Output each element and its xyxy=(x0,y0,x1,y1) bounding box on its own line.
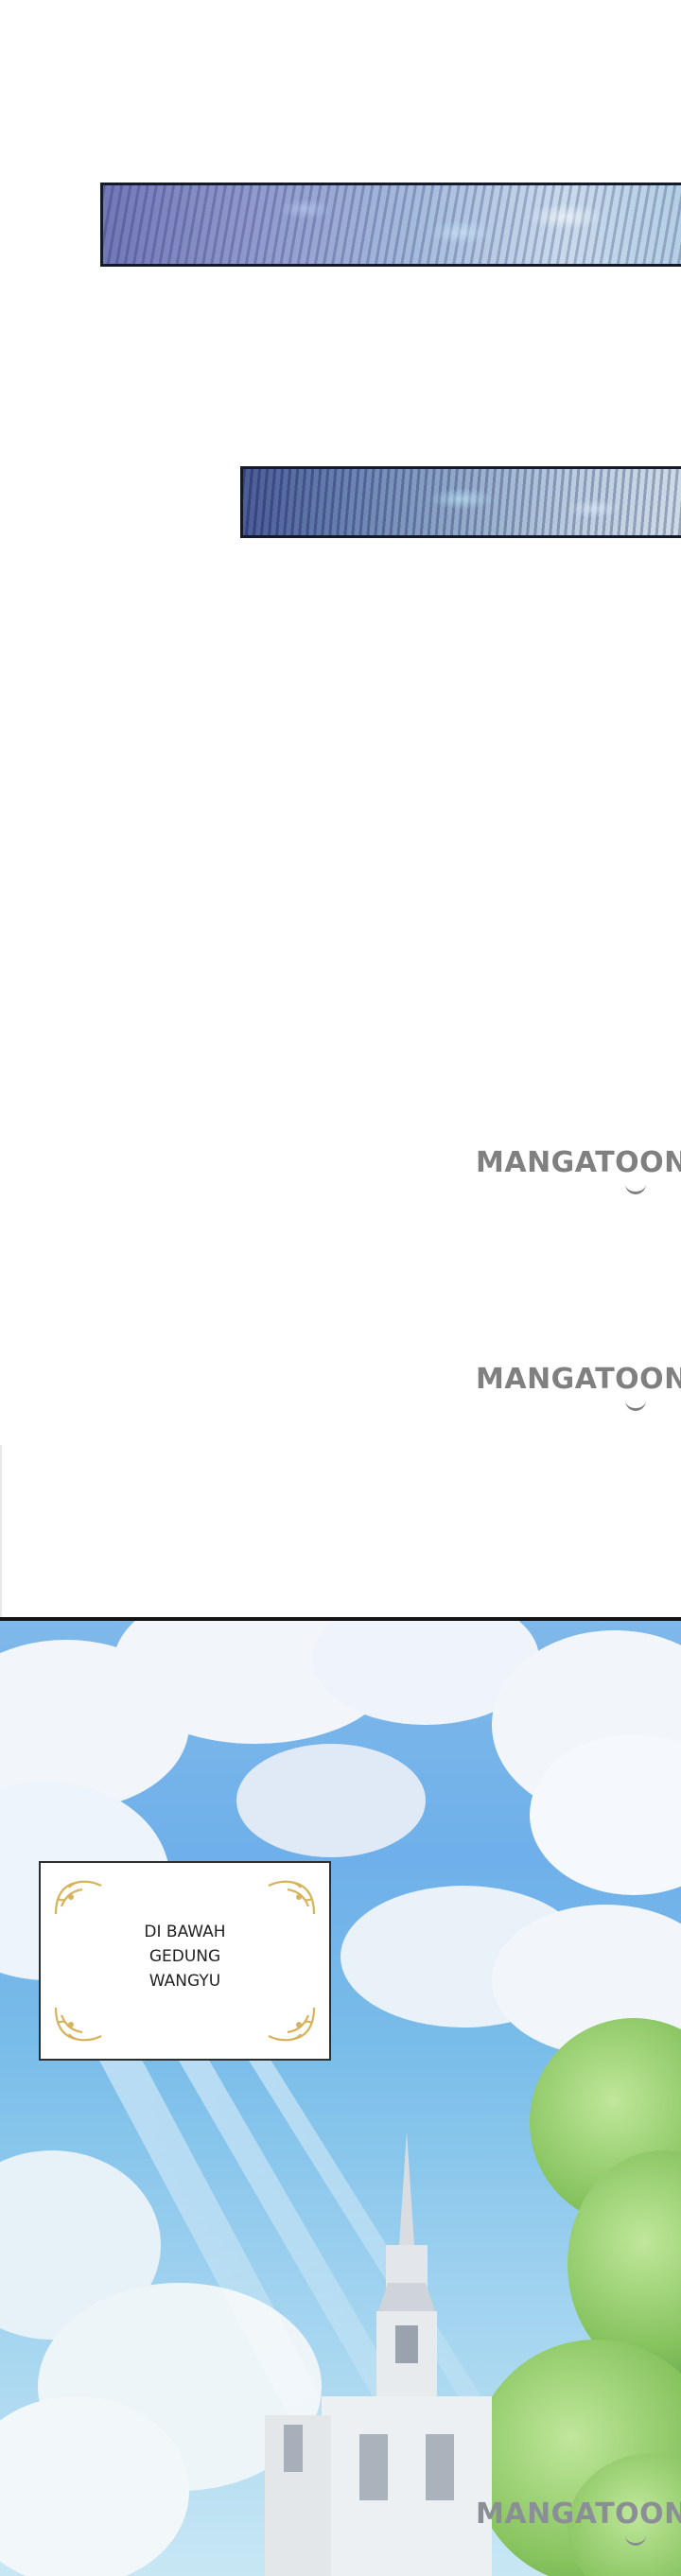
ornate-corner-icon xyxy=(263,1878,318,1918)
forest-strip-panel-2 xyxy=(240,466,681,538)
forest-strip-panel-1 xyxy=(100,183,681,267)
smile-icon xyxy=(625,1399,646,1411)
mangatoon-watermark: MANGATOON xyxy=(476,1146,681,1194)
ornate-corner-icon xyxy=(52,1878,107,1918)
caption-line: GEDUNG xyxy=(148,1947,221,1966)
ornate-corner-icon xyxy=(52,2004,107,2044)
mangatoon-watermark: MANGATOON xyxy=(476,2498,681,2546)
cloud xyxy=(236,1744,426,1857)
smile-icon xyxy=(625,2533,646,2546)
cloud xyxy=(0,2396,189,2576)
caption-box: DI BAWAH GEDUNG WANGYU xyxy=(39,1861,331,2061)
church-building xyxy=(265,2132,492,2576)
caption-line: DI BAWAH xyxy=(144,1923,226,1941)
caption-line: WANGYU xyxy=(148,1972,221,1991)
watermark-text: MANGATOON xyxy=(476,2498,681,2531)
ornate-corner-icon xyxy=(263,2004,318,2044)
smile-icon xyxy=(625,1182,646,1194)
sky-panel xyxy=(0,1617,681,2576)
watermark-text: MANGATOON xyxy=(476,1363,681,1396)
caption-text: DI BAWAH GEDUNG WANGYU xyxy=(41,1920,329,1993)
mangatoon-watermark: MANGATOON xyxy=(476,1363,681,1411)
panel-edge-line xyxy=(0,1445,2,1617)
watermark-text: MANGATOON xyxy=(476,1146,681,1179)
